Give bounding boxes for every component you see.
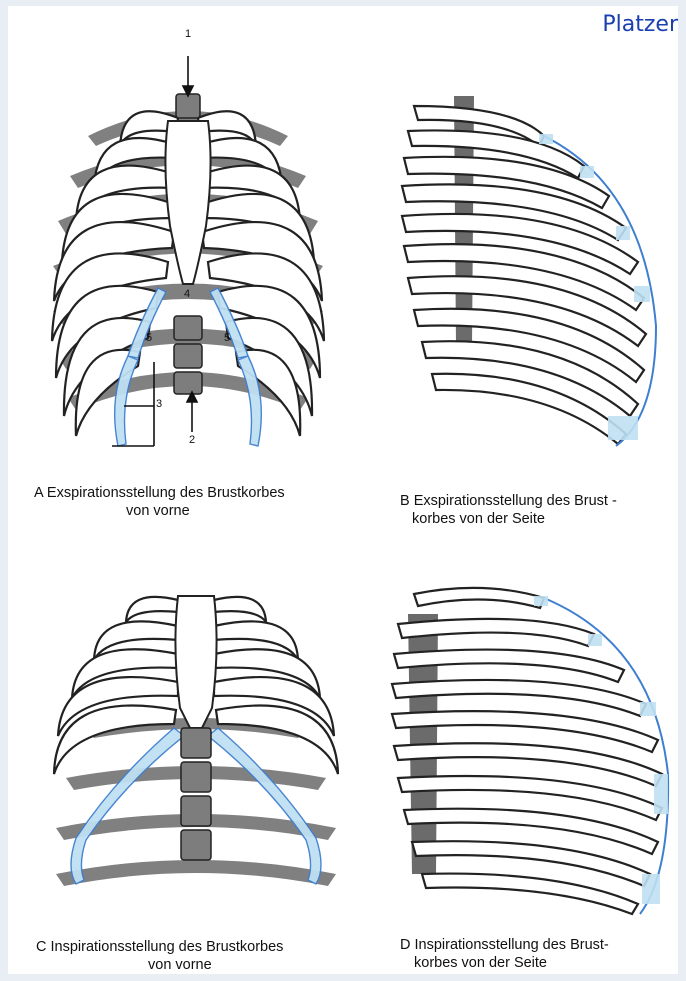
sternum [165, 121, 210, 284]
ribcage-side-inspiration-drawing [384, 574, 674, 924]
panel-b-ribcage-side-expiration [394, 86, 664, 456]
marker-2: 2 [189, 434, 195, 446]
panel-d-ribcage-side-inspiration [384, 574, 674, 924]
caption-c: C Inspirationsstellung des Brustkorbes v… [36, 938, 283, 974]
figure-sheet: Platzer [8, 6, 678, 974]
marker-5-left: 5 [146, 332, 152, 344]
marker-1: 1 [185, 28, 191, 40]
corner-label: Platzer [602, 12, 678, 37]
caption-a-line1: A Exspirationsstellung des Brustkorbes [34, 484, 285, 502]
caption-a: A Exspirationsstellung des Brustkorbes v… [34, 484, 285, 520]
spine-inspiration [181, 728, 211, 860]
panel-a-ribcage-front-expiration: 1 2 3 4 5 5 [28, 26, 348, 466]
ribcage-front-inspiration-drawing [36, 578, 356, 908]
caption-b: B Exspirationsstellung des Brust - korbe… [400, 492, 617, 528]
ribcage-side-expiration-drawing [394, 86, 664, 456]
caption-a-line2: von vorne [34, 502, 285, 520]
caption-c-line1: C Inspirationsstellung des Brustkorbes [36, 938, 283, 956]
caption-d: D Inspirationsstellung des Brust- korbes… [400, 936, 609, 972]
caption-d-line2: korbes von der Seite [400, 954, 609, 972]
caption-c-line2: von vorne [36, 956, 283, 974]
caption-d-line1: D Inspirationsstellung des Brust- [400, 936, 609, 954]
ribcage-front-expiration-drawing [28, 26, 348, 466]
panel-c-ribcage-front-inspiration [36, 578, 356, 908]
caption-b-line2: korbes von der Seite [400, 510, 617, 528]
marker-5-right: 5 [224, 332, 230, 344]
sternum-inspiration [175, 596, 216, 728]
marker-3: 3 [156, 398, 162, 410]
caption-b-line1: B Exspirationsstellung des Brust - [400, 492, 617, 510]
marker-4: 4 [184, 288, 190, 300]
